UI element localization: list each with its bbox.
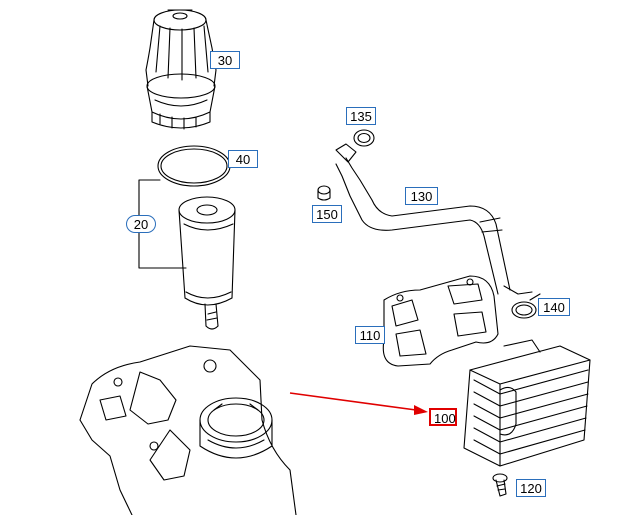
clamp-drawing [511,293,541,319]
filter-element-drawing [178,196,236,330]
filter-cap-drawing [145,9,217,130]
callout-135[interactable]: 135 [346,107,376,125]
highlight-arrow [289,392,428,415]
callout-100[interactable]: 100 [429,408,457,426]
oil-line-drawing [335,143,533,295]
callout-30[interactable]: 30 [210,51,240,69]
callout-150[interactable]: 150 [312,205,342,223]
engine-block-drawing [79,345,297,515]
callout-20[interactable]: 20 [126,215,156,233]
bolt-drawing [492,473,508,497]
oil-cooler-drawing [463,339,591,467]
callout-120[interactable]: 120 [516,479,546,497]
screw-plug-drawing [317,185,331,201]
callout-40[interactable]: 40 [228,150,258,168]
gasket-drawing [382,275,499,367]
callout-140[interactable]: 140 [538,298,570,316]
callout-110[interactable]: 110 [355,326,385,344]
seal-ring-drawing [353,129,375,147]
o-ring-drawing [157,145,231,187]
callout-130[interactable]: 130 [405,187,438,205]
